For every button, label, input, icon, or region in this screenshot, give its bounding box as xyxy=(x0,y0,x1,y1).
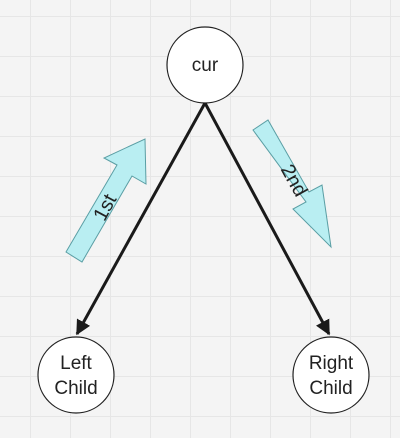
node-right-child-label-line2: Child xyxy=(309,378,352,399)
node-cur: cur xyxy=(166,26,244,104)
second-arrow-shape xyxy=(252,119,332,249)
edge-cur-to-right-child xyxy=(203,102,331,336)
node-left-child-label-line2: Child xyxy=(54,378,97,399)
node-cur-circle xyxy=(166,26,244,104)
node-right-child-label-line1: Right xyxy=(309,353,354,374)
node-left-child-label-line1: Left xyxy=(60,353,92,374)
node-left-child: Left Child xyxy=(37,336,115,414)
edge-cur-to-left-child xyxy=(75,102,207,336)
first-order-arrow: 1st xyxy=(65,138,147,263)
node-right-child: Right Child xyxy=(292,336,370,414)
node-left-child-circle xyxy=(37,336,115,414)
second-order-arrow: 2nd xyxy=(252,119,332,249)
first-arrow-shape xyxy=(65,138,147,263)
node-cur-label: cur xyxy=(192,55,219,76)
node-right-child-circle xyxy=(292,336,370,414)
